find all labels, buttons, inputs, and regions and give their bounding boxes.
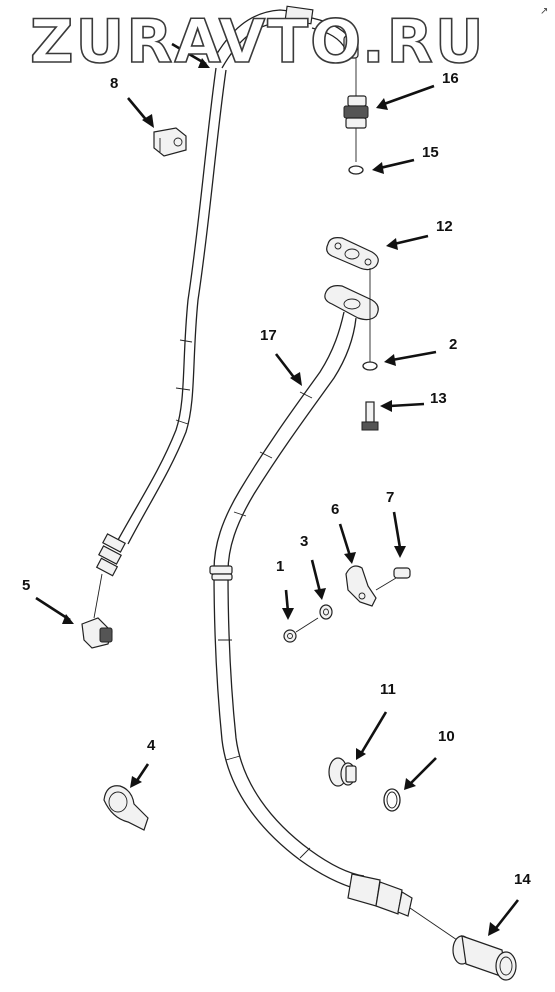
arrow-8 [127, 97, 154, 128]
hose-end-fitting [95, 533, 126, 577]
arrow-1 [282, 589, 294, 620]
arrow-3 [310, 559, 326, 600]
arrow-17 [274, 353, 302, 386]
part-4-hose-clamp [103, 785, 149, 831]
callout-2: 2 [449, 336, 457, 353]
callout-labels: 1 2 3 4 5 6 7 8 9 10 11 12 13 14 15 16 1… [22, 21, 531, 888]
callout-12: 12 [436, 218, 453, 235]
part-12-gasket [326, 237, 379, 271]
arrow-7 [392, 511, 406, 558]
part-9-upper-hose [93, 5, 359, 619]
callout-6: 6 [331, 501, 339, 518]
arrow-6 [338, 523, 356, 564]
part-15-o-ring [348, 165, 364, 175]
arrow-14 [488, 899, 520, 936]
callout-13: 13 [430, 390, 447, 407]
callout-7: 7 [386, 489, 394, 506]
callout-17: 17 [260, 327, 277, 344]
callout-11: 11 [380, 681, 396, 698]
arrow-16 [376, 84, 435, 110]
arrow-2 [384, 350, 437, 366]
callout-1: 1 [276, 558, 284, 575]
pipe-collar [209, 565, 233, 581]
arrow-9 [171, 42, 210, 68]
part-2-washer [362, 361, 378, 371]
part-17-lower-pipe [209, 268, 461, 943]
part-13-bolt [361, 401, 379, 431]
callout-4: 4 [147, 737, 156, 754]
part-3-washer [319, 604, 333, 620]
part-14-connector-pipe [452, 935, 517, 981]
callout-5: 5 [22, 577, 30, 594]
arrow-15 [372, 158, 415, 174]
part-7-bolt [393, 567, 411, 579]
arrow-5 [35, 596, 74, 624]
callout-16: 16 [442, 70, 459, 87]
arrow-12 [386, 234, 429, 250]
part-6-bracket-clamp [345, 565, 377, 607]
corner-mark: ↗ [540, 6, 548, 17]
part-10-o-ring [383, 788, 401, 812]
arrow-10 [404, 757, 437, 790]
part-11-plug [328, 757, 357, 787]
arrow-4 [130, 763, 150, 788]
callout-14: 14 [514, 871, 531, 888]
callout-10: 10 [438, 728, 455, 745]
arrow-13 [380, 400, 425, 412]
part-16-union-fitting [343, 58, 369, 162]
callout-15: 15 [422, 144, 439, 161]
part-5-elbow-fitting [81, 617, 113, 649]
callout-3: 3 [300, 533, 308, 550]
callout-8: 8 [110, 75, 118, 92]
callout-9: 9 [156, 21, 164, 38]
part-1-nut [283, 629, 297, 643]
watermark-text: ZURAVTO.RU [30, 7, 486, 77]
callout-arrows [35, 42, 520, 936]
arrow-11 [356, 711, 388, 760]
pipe-end-fitting [347, 873, 413, 917]
part-8-clamp [153, 127, 187, 157]
